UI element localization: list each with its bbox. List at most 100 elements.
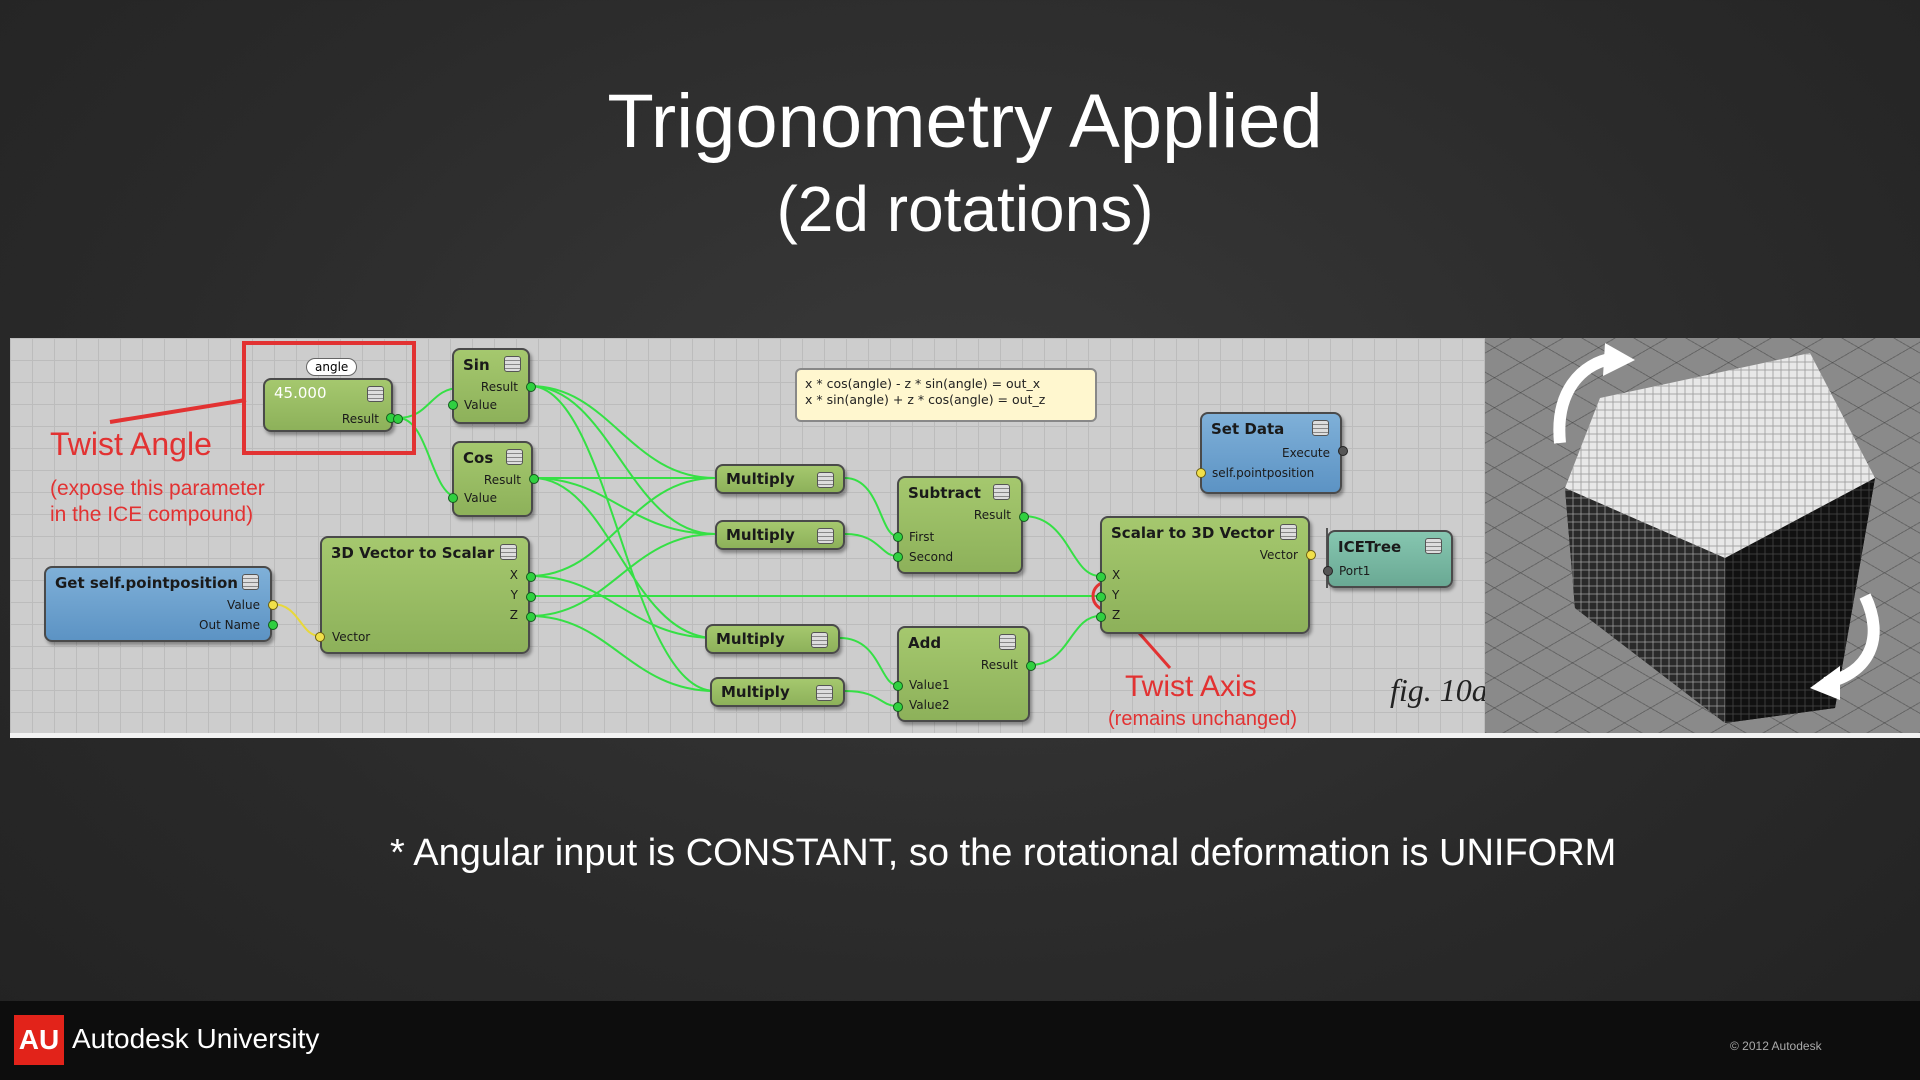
figure-label: fig. 10a <box>1390 672 1485 708</box>
node-menu-icon[interactable] <box>817 472 834 488</box>
execute-port: Execute <box>1282 446 1330 460</box>
set-data-node[interactable]: Set Data Execute self.pointposition <box>1200 412 1342 494</box>
sin-value-port: Value <box>464 398 497 412</box>
twist-axis-label: Twist Axis <box>1125 670 1257 703</box>
add-title: Add <box>908 634 942 652</box>
port-y: Y <box>510 588 518 602</box>
port-dot[interactable] <box>1026 661 1036 671</box>
cos-result-port: Result <box>483 473 521 487</box>
node-menu-icon[interactable] <box>816 685 833 701</box>
pointposition-port: self.pointposition <box>1212 466 1315 480</box>
port-dot[interactable] <box>1019 512 1029 522</box>
twist-angle-note-line-1: (expose this parameter <box>50 477 265 500</box>
connection-wires <box>109 341 1328 707</box>
port-dot[interactable] <box>526 572 536 582</box>
slide-footnote: * Angular input is CONSTANT, so the rota… <box>390 832 1617 874</box>
formula-line-1: x * cos(angle) - z * sin(angle) = out_x <box>805 376 1041 391</box>
port-dot[interactable] <box>315 632 325 642</box>
port-dot[interactable] <box>448 493 458 503</box>
node-menu-icon[interactable] <box>242 574 259 590</box>
port-dot[interactable] <box>448 400 458 410</box>
multiply-title: Multiply <box>726 470 795 488</box>
port-dot[interactable] <box>268 620 278 630</box>
port-dot[interactable] <box>893 552 903 562</box>
add-value2-port: Value2 <box>909 698 950 712</box>
add-result-port: Result <box>980 658 1018 672</box>
node-menu-icon[interactable] <box>999 634 1016 650</box>
port-dot[interactable] <box>526 612 536 622</box>
get-pointposition-title: Get self.pointposition <box>55 574 238 592</box>
node-menu-icon[interactable] <box>1425 538 1442 554</box>
vector-to-scalar-title: 3D Vector to Scalar <box>331 544 495 562</box>
port-dot[interactable] <box>529 474 539 484</box>
cos-node[interactable]: Cos Result Value <box>452 441 533 517</box>
port-dot[interactable] <box>1096 612 1106 622</box>
node-menu-icon[interactable] <box>504 356 521 372</box>
node-menu-icon[interactable] <box>1312 420 1329 436</box>
node-menu-icon[interactable] <box>500 544 517 560</box>
twist-angle-note-line-2: in the ICE compound) <box>50 503 254 526</box>
multiply-node-4[interactable]: Multiply <box>710 677 845 707</box>
port-dot[interactable] <box>893 681 903 691</box>
get-pointposition-node[interactable]: Get self.pointposition Value Out Name <box>44 566 272 642</box>
icetree-port1: Port1 <box>1339 564 1371 578</box>
scalar-to-vector-node[interactable]: Scalar to 3D Vector Vector X Y Z <box>1100 516 1310 634</box>
icetree-title: ICETree <box>1338 538 1402 556</box>
port-vector: Vector <box>332 630 371 644</box>
port-dot[interactable] <box>526 382 536 392</box>
port-dot[interactable] <box>1096 572 1106 582</box>
ice-node-graph: 45.000 Result angle Sin Result Value Cos… <box>10 338 1485 733</box>
angle-node[interactable]: 45.000 Result <box>263 378 396 432</box>
node-menu-icon[interactable] <box>1280 524 1297 540</box>
scalar-y-port: Y <box>1112 588 1120 602</box>
viewport-3d <box>1485 338 1920 733</box>
add-node[interactable]: Add Result Value1 Value2 <box>897 626 1030 722</box>
node-menu-icon[interactable] <box>817 528 834 544</box>
vector-to-scalar-node[interactable]: 3D Vector to Scalar X Y Z Vector <box>320 536 530 654</box>
port-dot[interactable] <box>526 592 536 602</box>
ice-figure: 45.000 Result angle Sin Result Value Cos… <box>10 338 1920 738</box>
node-menu-icon[interactable] <box>811 632 828 648</box>
scalar-to-vector-title: Scalar to 3D Vector <box>1111 524 1275 542</box>
twisted-cube-render <box>1553 343 1880 723</box>
port-dot[interactable] <box>893 702 903 712</box>
formula-line-2: x * sin(angle) + z * cos(angle) = out_z <box>805 392 1046 407</box>
sin-node[interactable]: Sin Result Value <box>452 348 530 424</box>
subtract-node[interactable]: Subtract Result First Second <box>897 476 1023 574</box>
angle-label-tag: angle <box>306 358 358 376</box>
icetree-node[interactable]: ICETree Port1 <box>1327 530 1453 588</box>
port-dot[interactable] <box>893 532 903 542</box>
scalar-z-port: Z <box>1112 608 1121 622</box>
multiply-node-2[interactable]: Multiply <box>715 520 845 550</box>
subtract-first-port: First <box>909 530 935 544</box>
port-dot[interactable] <box>1323 566 1333 576</box>
port-dot[interactable] <box>268 600 278 610</box>
subtract-result-port: Result <box>973 508 1011 522</box>
subtract-second-port: Second <box>909 550 954 564</box>
angle-result-port: Result <box>341 412 379 426</box>
port-dot[interactable] <box>1096 592 1106 602</box>
multiply-title: Multiply <box>721 683 790 701</box>
port-dot[interactable] <box>393 414 403 424</box>
angle-value[interactable]: 45.000 <box>274 384 327 402</box>
get-outname-port: Out Name <box>199 618 260 632</box>
formula-comment: x * cos(angle) - z * sin(angle) = out_x … <box>795 368 1097 422</box>
twist-angle-note: (expose this parameter in the ICE compou… <box>50 476 265 528</box>
node-menu-icon[interactable] <box>367 386 384 402</box>
copyright: © 2012 Autodesk <box>1730 1039 1822 1053</box>
port-dot[interactable] <box>1306 550 1316 560</box>
multiply-node-1[interactable]: Multiply <box>715 464 845 494</box>
subtract-title: Subtract <box>908 484 981 502</box>
multiply-node-3[interactable]: Multiply <box>705 624 840 654</box>
add-value1-port: Value1 <box>909 678 950 692</box>
node-menu-icon[interactable] <box>993 484 1010 500</box>
node-menu-icon[interactable] <box>506 449 523 465</box>
get-value-port: Value <box>227 598 260 612</box>
twist-axis-note: (remains unchanged) <box>1108 708 1297 730</box>
brand-name: Autodesk University <box>72 1023 320 1054</box>
port-dot[interactable] <box>1338 446 1348 456</box>
sin-result-port: Result <box>480 380 518 394</box>
port-dot[interactable] <box>1196 468 1206 478</box>
scalar-vector-port: Vector <box>1259 548 1298 562</box>
port-x: X <box>509 568 518 582</box>
